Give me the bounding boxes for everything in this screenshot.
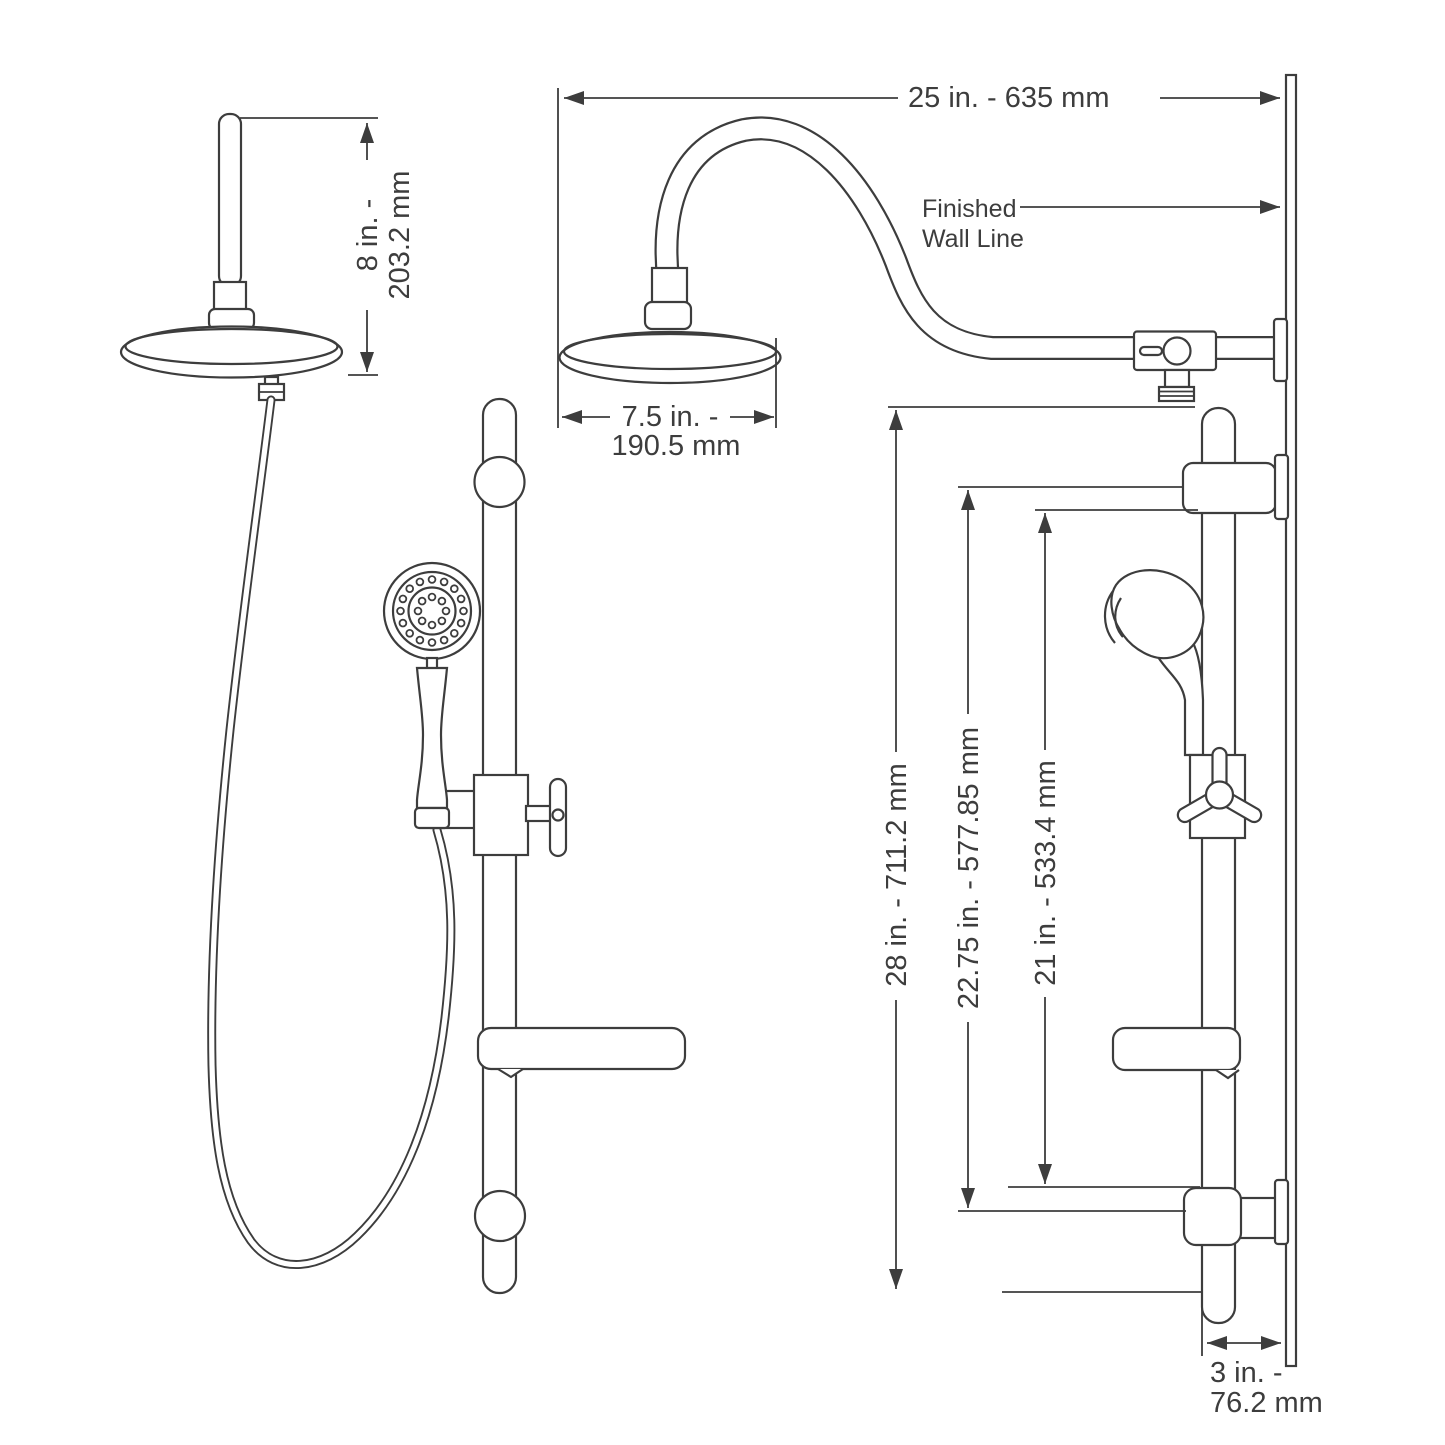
- slider-bracket-side: [1176, 746, 1263, 840]
- hose-outline: [207, 395, 456, 1269]
- dimension-wall-offset: 3 in. - 76.2 mm: [1207, 1336, 1323, 1419]
- slide-bar-rail-side: [1200, 406, 1237, 1325]
- hose-outlet-stub: [1163, 368, 1191, 389]
- hand-shower-face-outer: [382, 561, 482, 661]
- dimension-bracket-spacing: 22.75 in. - 577.85 mm: [953, 490, 985, 1208]
- diverter-valve-slot: [1138, 345, 1164, 357]
- finished-wall-label-1: Finished: [922, 195, 1017, 223]
- hose-inner: [209, 397, 454, 1267]
- dim-wall-offset-label-2: 76.2 mm: [1210, 1387, 1323, 1419]
- bottom-mount-tee: [1182, 1186, 1243, 1247]
- diverter-valve-knob: [1162, 336, 1192, 366]
- hand-shower-front: [382, 561, 482, 830]
- soap-dish-side: [1111, 1026, 1242, 1080]
- hand-shower-hose: [207, 395, 456, 1269]
- soap-dish-clip-side: [1215, 1069, 1240, 1080]
- slider-bracket-body-front: [472, 773, 530, 857]
- bottom-wall-mount: [1182, 1178, 1290, 1247]
- hand-shower-head-side: [1110, 569, 1205, 660]
- bottom-mount-pipe: [1238, 1196, 1280, 1240]
- hand-shower-handle-front: [415, 666, 449, 810]
- extension-lines: [240, 88, 1203, 1356]
- slide-bar-top-knob: [473, 455, 526, 509]
- finished-wall-line: [1284, 73, 1298, 1368]
- slide-bar-bottom-knob: [473, 1189, 527, 1243]
- spray-nozzles: [396, 575, 468, 647]
- dim-bracket-spacing-label: 22.75 in. - 577.85 mm: [953, 727, 985, 1009]
- dimension-arm-reach: 25 in. - 635 mm: [564, 82, 1280, 114]
- dim-head-diameter-label-2: 190.5 mm: [612, 430, 741, 462]
- pipe-connector-front: [212, 280, 248, 314]
- dim-arm-reach-label: 25 in. - 635 mm: [908, 82, 1109, 114]
- dimension-slide-travel: 21 in. - 533.4 mm: [1030, 513, 1062, 1184]
- dim-head-diameter-label-1: 7.5 in. -: [622, 401, 719, 433]
- side-view: [1103, 73, 1298, 1368]
- hand-shower-handle-cap: [413, 806, 451, 830]
- top-mount-tee: [1181, 461, 1278, 515]
- shower-pipe-front: [217, 112, 243, 288]
- soap-dish-shelf-side: [1111, 1026, 1242, 1072]
- slider-bracket-front: [429, 773, 568, 858]
- bottom-mount-flange: [1273, 1178, 1290, 1246]
- finished-wall-label-2: Wall Line: [922, 225, 1024, 253]
- tri-handle-hub: [1204, 780, 1235, 810]
- top-wall-mount: [1181, 453, 1290, 521]
- finished-wall-callout: Finished Wall Line: [922, 195, 1280, 253]
- hand-shower-face-rim-inner: [1114, 597, 1124, 638]
- soap-dish-front: [476, 1026, 687, 1079]
- top-mount-flange: [1273, 453, 1290, 521]
- soap-dish-shelf-front: [476, 1026, 687, 1071]
- gooseneck-arm-inner: [656, 118, 1278, 358]
- soap-dish-clip-front: [497, 1068, 524, 1079]
- hand-shower-face-inner: [407, 586, 457, 636]
- front-view: [119, 112, 687, 1295]
- head-flange-arm: [643, 300, 693, 331]
- rain-head-disc-arm: [558, 330, 782, 385]
- dim-bar-length-label: 28 in. - 711.2 mm: [881, 763, 913, 987]
- arm-wall-flange: [1272, 317, 1289, 383]
- hose-outlet-threads: [1157, 385, 1196, 403]
- dim-wall-offset-label-1: 3 in. -: [1210, 1357, 1283, 1389]
- dimension-head-height: 8 in. - 203.2 mm: [352, 123, 416, 372]
- gooseneck-arm: [654, 116, 1278, 360]
- hand-shower-face-rim-outer: [1103, 590, 1116, 644]
- lock-handle-hole: [551, 808, 565, 822]
- dimension-head-diameter: 7.5 in. - 190.5 mm: [562, 401, 774, 462]
- dim-head-height-label-1: 8 in. -: [352, 199, 384, 272]
- dim-head-height-label-2: 203.2 mm: [384, 171, 416, 300]
- hand-shower-side: [1103, 569, 1205, 757]
- rain-head-disc-front: [119, 325, 344, 379]
- shower-arm-view: [558, 116, 1278, 403]
- hand-shower-face-ring: [391, 570, 473, 652]
- rain-shower-head-front: [119, 112, 344, 402]
- rain-head-disc-inner-front: [124, 327, 339, 366]
- dimension-bar-length: 28 in. - 711.2 mm: [881, 410, 913, 1289]
- diverter-valve: [1132, 330, 1218, 403]
- dim-slide-travel-label: 21 in. - 533.4 mm: [1030, 760, 1062, 986]
